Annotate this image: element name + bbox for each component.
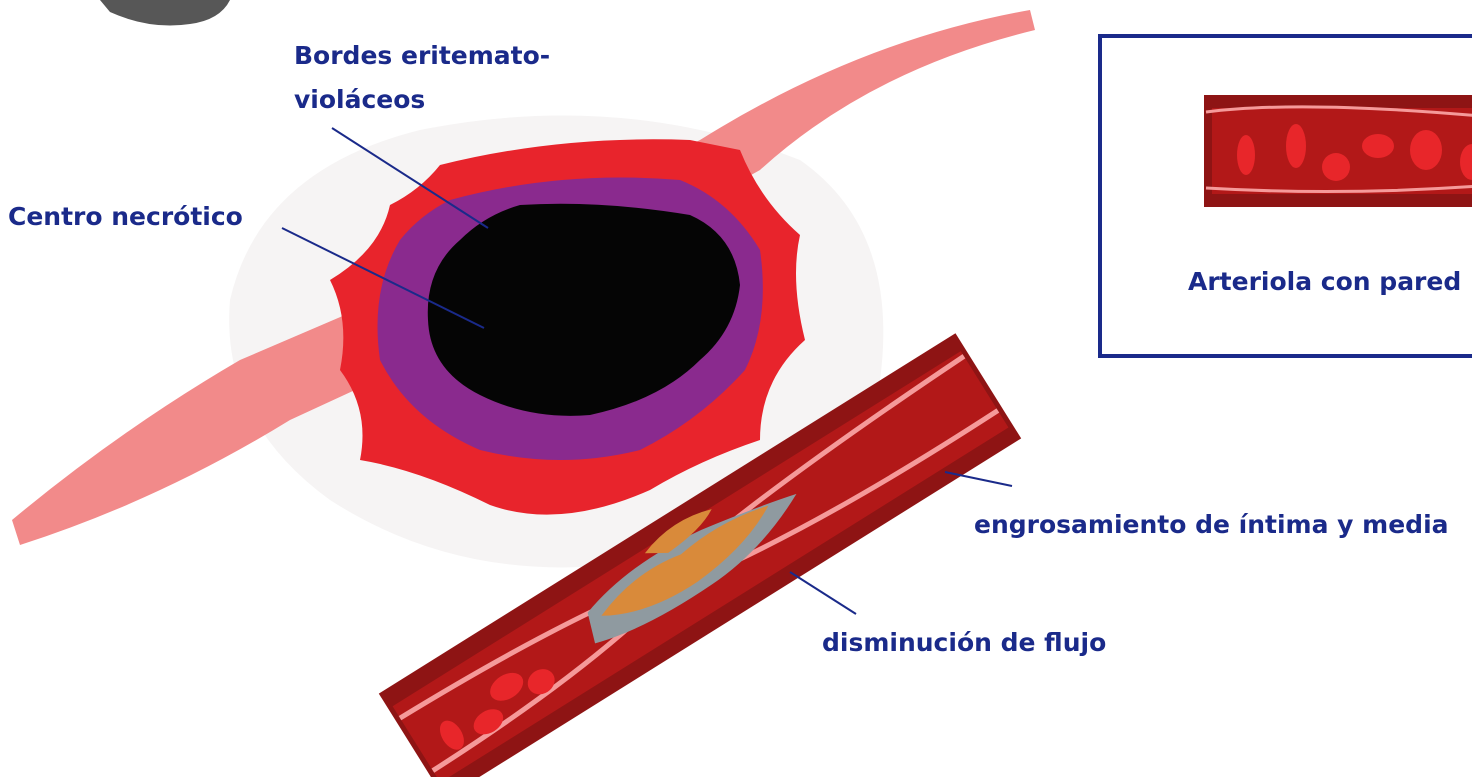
flow-leader-line (790, 572, 856, 614)
arteriole-caption: Arteriola con pared (1188, 267, 1461, 296)
flow-label: disminución de flujo (822, 628, 1106, 657)
inset-red-cell (1237, 135, 1255, 175)
thickening-label: engrosamiento de íntima y media (974, 510, 1449, 539)
cropped-gray-shape (100, 0, 230, 26)
center-label: Centro necrótico (8, 202, 243, 231)
inset-red-cell (1322, 153, 1350, 181)
inset-red-cell (1286, 124, 1306, 168)
borders-label-line1: Bordes eritemato- (294, 41, 550, 70)
inset-red-cell (1362, 134, 1394, 158)
borders-label-line2: violáceos (294, 85, 425, 114)
arteriole-inset: Arteriola con pared (1100, 36, 1472, 356)
inset-red-cell (1410, 130, 1442, 170)
